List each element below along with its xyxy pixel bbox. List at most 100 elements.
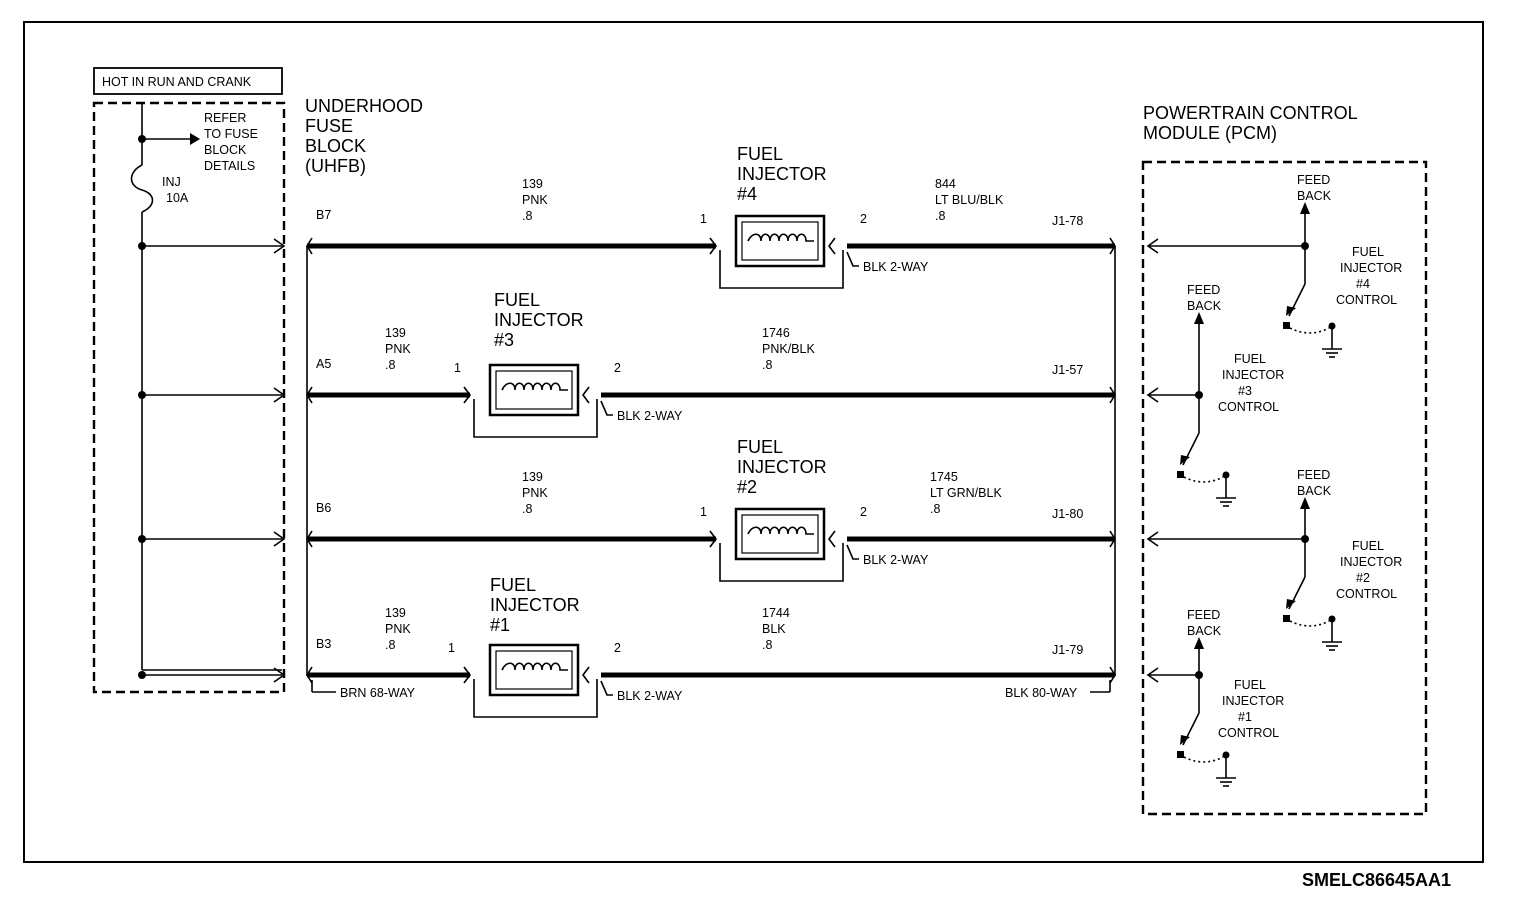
feedback-label: FEED	[1187, 283, 1220, 297]
injector-title: FUEL	[494, 290, 540, 310]
figure-code: SMELC86645AA1	[1302, 870, 1451, 890]
control-label: CONTROL	[1336, 293, 1397, 307]
pcm-connector-label: BLK 80-WAY	[1005, 686, 1078, 700]
fuse-cavity: B3	[316, 637, 331, 651]
wire-out-circuit: 1746	[762, 326, 790, 340]
svg-text:BLOCK: BLOCK	[305, 136, 366, 156]
svg-text:INJ: INJ	[162, 175, 181, 189]
pin-2-label: 2	[614, 641, 621, 655]
wire-out-circuit: 1745	[930, 470, 958, 484]
connector-label: BLK 2-WAY	[863, 553, 929, 567]
pcm-input-arrow-icon	[1146, 531, 1159, 547]
injector-number: #2	[737, 477, 757, 497]
injector-title: FUEL	[490, 575, 536, 595]
wire-out-color: PNK/BLK	[762, 342, 815, 356]
control-label: CONTROL	[1336, 587, 1397, 601]
pin-1-label: 1	[700, 212, 707, 226]
pin-1-label: 1	[700, 505, 707, 519]
wire-out-size: .8	[930, 502, 940, 516]
wire-out-color: LT GRN/BLK	[930, 486, 1002, 500]
wire-in-size: .8	[385, 638, 395, 652]
control-label: FUEL	[1352, 539, 1384, 553]
svg-text:10A: 10A	[166, 191, 189, 205]
coil-icon	[747, 526, 814, 535]
svg-text:BLOCK: BLOCK	[204, 143, 247, 157]
wire-in-circuit: 139	[385, 326, 406, 340]
fuse-icon	[130, 164, 154, 213]
fuse-cavity: A5	[316, 357, 331, 371]
wire-out-size: .8	[762, 638, 772, 652]
wire-in-circuit: 139	[385, 606, 406, 620]
fuse-cavity: B7	[316, 208, 331, 222]
control-label: #4	[1356, 277, 1370, 291]
fuse-feed: REFER TO FUSE BLOCK DETAILS INJ 10A	[130, 103, 258, 670]
injector-title: FUEL	[737, 144, 783, 164]
svg-text:POWERTRAIN CONTROL: POWERTRAIN CONTROL	[1143, 103, 1358, 123]
wire-in-color: PNK	[385, 622, 411, 636]
svg-text:FUSE: FUSE	[305, 116, 353, 136]
injector-body	[734, 507, 826, 561]
wire-out-circuit: 844	[935, 177, 956, 191]
injector-title: INJECTOR	[737, 164, 827, 184]
feedback-arrow-icon	[1194, 312, 1204, 324]
connector-arrow-icon	[273, 238, 286, 254]
wire-in-circuit: 139	[522, 177, 543, 191]
wire-in-circuit: 139	[522, 470, 543, 484]
injector-title: INJECTOR	[494, 310, 584, 330]
feedback-label: BACK	[1297, 189, 1332, 203]
wire-in-color: PNK	[522, 193, 548, 207]
injector-body	[734, 214, 826, 268]
injector-title: INJECTOR	[737, 457, 827, 477]
control-label: CONTROL	[1218, 726, 1279, 740]
svg-text:MODULE (PCM): MODULE (PCM)	[1143, 123, 1277, 143]
svg-text:DETAILS: DETAILS	[204, 159, 255, 173]
feedback-label: FEED	[1187, 608, 1220, 622]
uhfb-box	[92, 101, 286, 694]
wire-in-color: PNK	[385, 342, 411, 356]
injector-title: FUEL	[737, 437, 783, 457]
injector-number: #1	[490, 615, 510, 635]
uhfb-connector-label: BRN 68-WAY	[340, 686, 416, 700]
pcm-title: POWERTRAIN CONTROL MODULE (PCM)	[1143, 103, 1358, 143]
pcm-pin-label: J1-57	[1052, 363, 1083, 377]
control-label: #3	[1238, 384, 1252, 398]
pin-1-label: 1	[448, 641, 455, 655]
control-label: INJECTOR	[1222, 368, 1284, 382]
feedback-label: FEED	[1297, 173, 1330, 187]
pcm-input-arrow-icon	[1146, 238, 1159, 254]
feedback-label: BACK	[1297, 484, 1332, 498]
coil-icon	[501, 382, 568, 391]
wire-out-color: BLK	[762, 622, 786, 636]
svg-text:TO FUSE: TO FUSE	[204, 127, 258, 141]
fuse-cavity: B6	[316, 501, 331, 515]
wire-in-color: PNK	[522, 486, 548, 500]
control-label: #1	[1238, 710, 1252, 724]
control-label: FUEL	[1234, 678, 1266, 692]
wire-in-size: .8	[522, 502, 532, 516]
connector-label: BLK 2-WAY	[863, 260, 929, 274]
feedback-arrow-icon	[1300, 497, 1310, 509]
feedback-arrow-icon	[1300, 202, 1310, 214]
svg-text:(UHFB): (UHFB)	[305, 156, 366, 176]
coil-icon	[501, 662, 568, 671]
feedback-label: BACK	[1187, 299, 1222, 313]
wire-in-size: .8	[522, 209, 532, 223]
control-label: INJECTOR	[1222, 694, 1284, 708]
bottom-connectors: BRN 68-WAY BLK 80-WAY	[311, 680, 1111, 700]
wire-out-size: .8	[935, 209, 945, 223]
pin-2-label: 2	[860, 212, 867, 226]
diagram-frame	[23, 21, 1484, 863]
control-label: FUEL	[1352, 245, 1384, 259]
pcm-input-arrow-icon	[1146, 387, 1159, 403]
control-label: FUEL	[1234, 352, 1266, 366]
injector-number: #4	[737, 184, 757, 204]
connector-label: BLK 2-WAY	[617, 689, 683, 703]
injector-title: INJECTOR	[490, 595, 580, 615]
connector-arrow-icon	[273, 531, 286, 547]
wire-out-circuit: 1744	[762, 606, 790, 620]
